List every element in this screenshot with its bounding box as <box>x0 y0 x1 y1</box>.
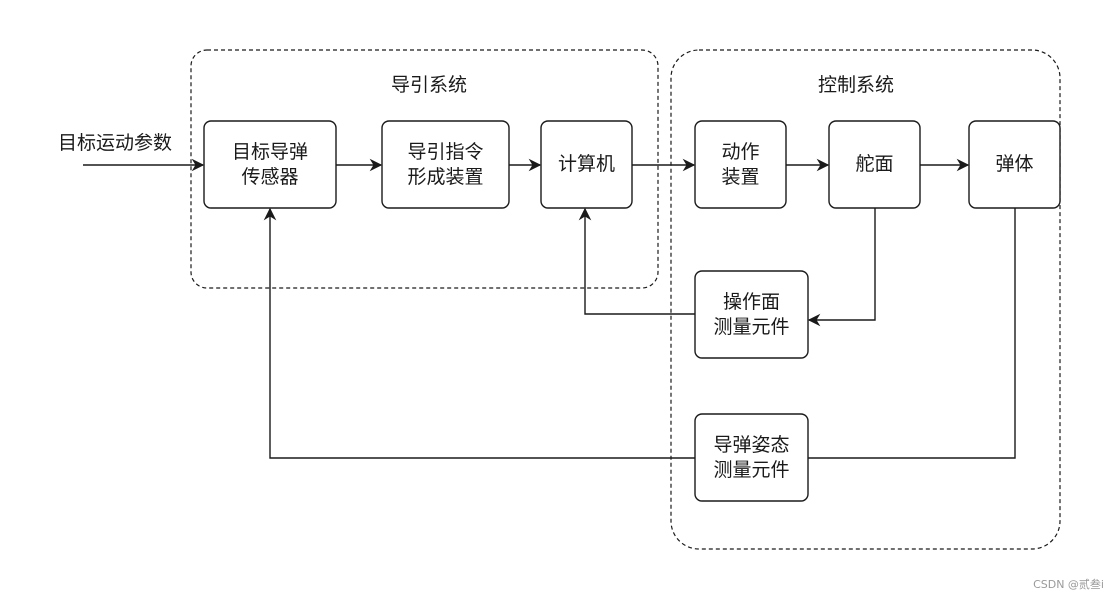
arrow-surface-meas-computer <box>578 207 695 315</box>
command-label: 导引指令 形成装置 <box>407 140 484 188</box>
control-system-title: 控制系统 <box>818 74 895 96</box>
actuator-label: 动作 装置 <box>721 140 760 188</box>
control-system-group <box>670 49 1061 550</box>
input-label: 目标运动参数 <box>58 132 173 154</box>
arrow-body-attitude-meas <box>808 208 1016 459</box>
rudder-label: 舵面 <box>855 153 894 175</box>
arrow-rudder-surface-meas <box>807 208 876 327</box>
computer-label: 计算机 <box>557 153 615 175</box>
body-label: 弹体 <box>995 153 1034 175</box>
guidance-system-group <box>190 49 659 289</box>
sensor-label: 目标导弹 传感器 <box>231 140 308 188</box>
arrow-attitude-meas-sensor <box>263 207 695 459</box>
watermark: CSDN @贰叁i <box>1033 578 1104 591</box>
surface-meas-label: 操作面 测量元件 <box>713 290 790 338</box>
guidance-system-title: 导引系统 <box>391 74 468 96</box>
attitude-meas-label: 导弹姿态 测量元件 <box>713 433 790 481</box>
